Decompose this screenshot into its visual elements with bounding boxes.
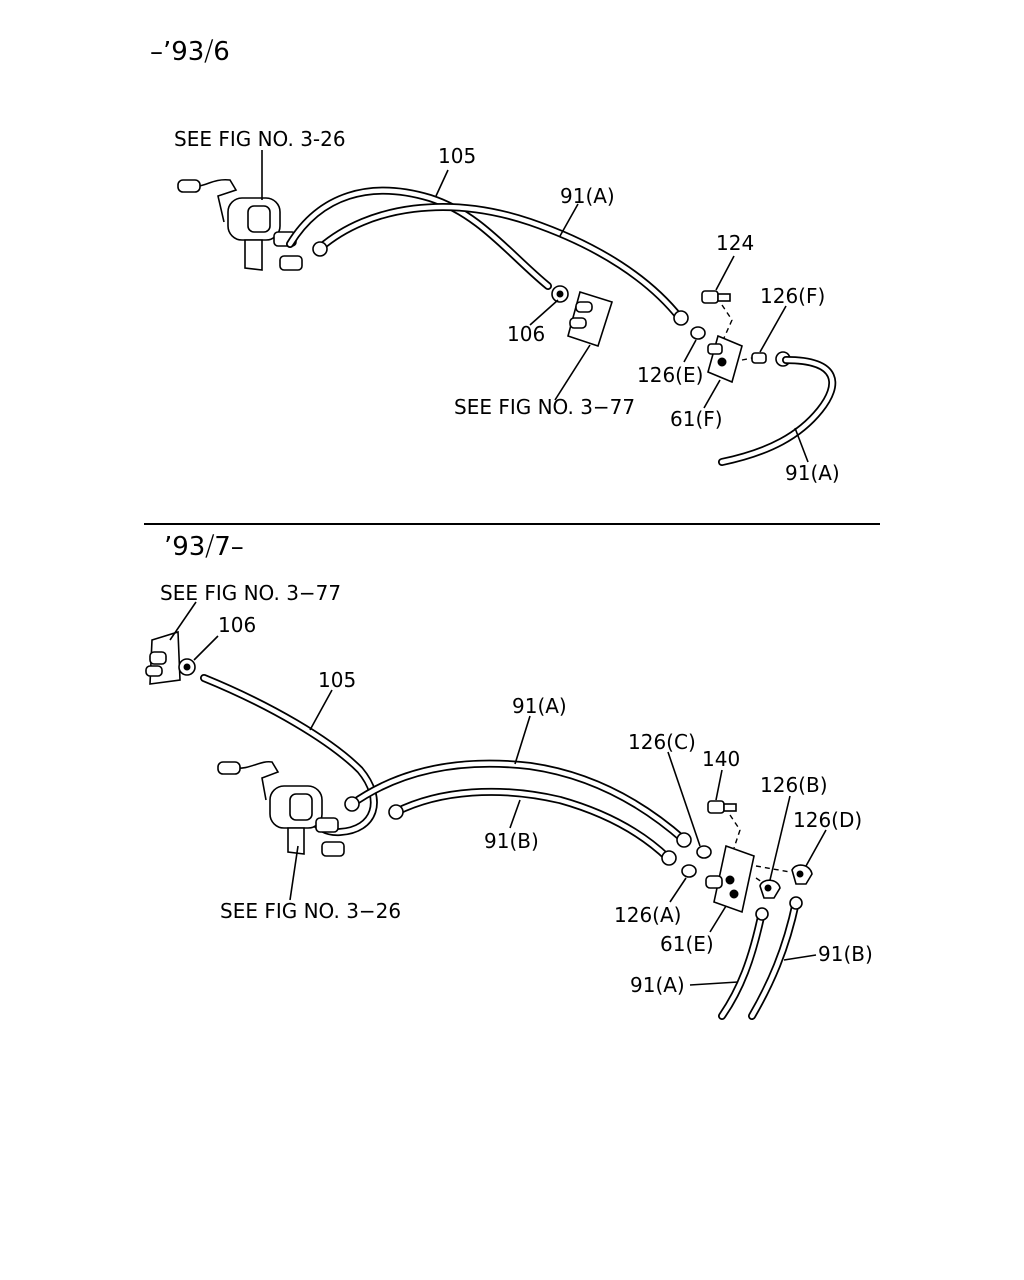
solenoid-valve-bottom: [217, 760, 345, 857]
bolt-124-dashline: [721, 304, 733, 339]
leader-105-top: [435, 169, 449, 197]
label-126f: 126(F): [760, 284, 825, 308]
leader-105-bottom: [309, 689, 333, 731]
label-126e: 126(E): [637, 363, 703, 387]
period-label-bottom: ’93⧸7–: [164, 532, 244, 562]
fitting-126c: [696, 845, 712, 859]
fitting-126b-dashline: [755, 877, 763, 883]
fitting-126b: [759, 879, 781, 899]
fitting-106-top: [551, 285, 569, 303]
block-61f: [707, 334, 743, 384]
label-105-bottom: 105: [318, 668, 356, 692]
leader-91a-end: [689, 981, 739, 986]
hose-91a-top: [312, 203, 689, 326]
fitting-106-bottom: [178, 658, 196, 676]
leader-91a-bottom: [514, 715, 531, 765]
label-91b: 91(B): [484, 829, 539, 853]
ref-solenoid-top: SEE FIG NO. 3-26: [174, 127, 346, 151]
label-61e: 61(E): [660, 932, 714, 956]
leader-126e: [683, 339, 697, 363]
leader-140: [715, 769, 723, 801]
leader-106-bottom: [193, 635, 219, 661]
label-91b-end: 91(B): [818, 942, 873, 966]
hose-91b-end: [748, 896, 803, 1020]
label-105-top: 105: [438, 144, 476, 168]
label-106-bottom: 106: [218, 613, 256, 637]
label-126c: 126(C): [628, 730, 696, 754]
solenoid-valve-top: [177, 178, 303, 271]
fitting-126f-dashline: [741, 357, 753, 361]
bolt-124: [701, 290, 731, 304]
fitting-126d: [791, 864, 813, 885]
label-61f: 61(F): [670, 407, 723, 431]
leader-91b: [509, 799, 521, 829]
hose-91b: [388, 787, 677, 866]
bolt-140-dashline: [729, 814, 741, 849]
leader-126a: [669, 877, 687, 903]
leader-solenoid-bottom: [289, 845, 299, 901]
label-91a-end: 91(A): [630, 973, 685, 997]
leader-61f: [703, 379, 721, 409]
label-124: 124: [716, 231, 754, 255]
ref-solenoid-bottom: SEE FIG NO. 3−26: [220, 899, 401, 923]
hose-91a-lower: [718, 356, 837, 466]
block-61e: [705, 844, 755, 914]
leader-91a-top: [559, 203, 579, 237]
label-126a: 126(A): [614, 903, 681, 927]
section-after-93-7: ’93⧸7– SEE FIG NO. 3−77 106 105: [145, 532, 873, 1020]
label-140: 140: [702, 747, 740, 771]
ref-bracket-bottom: SEE FIG NO. 3−77: [160, 581, 341, 605]
fitting-126d-dashline: [755, 865, 791, 873]
leader-91a-lower: [794, 427, 809, 463]
label-126d: 126(D): [793, 808, 862, 832]
ref-bracket-top: SEE FIG NO. 3−77: [454, 395, 635, 419]
leader-126f: [759, 305, 787, 353]
fitting-126e: [690, 326, 706, 340]
label-91a-lower: 91(A): [785, 461, 840, 485]
leader-bracket-top: [554, 344, 591, 401]
section-before-93-6: –’93⧸6 SEE FIG NO. 3-26 105 91(A): [150, 37, 840, 485]
label-126b: 126(B): [760, 773, 828, 797]
leader-91b-end: [783, 954, 817, 961]
leader-126c: [667, 751, 701, 847]
leader-106-top: [529, 299, 559, 326]
label-91a-top: 91(A): [560, 184, 615, 208]
period-label-top: –’93⧸6: [150, 37, 230, 67]
bracket-top: [567, 290, 614, 348]
label-91a-bottom: 91(A): [512, 694, 567, 718]
leader-61e: [709, 905, 727, 933]
hose-91a-end: [718, 907, 769, 1020]
hose-91a-bottom: [344, 759, 692, 848]
fitting-126a: [681, 864, 697, 878]
leader-bracket-bottom: [169, 601, 197, 641]
label-106-top: 106: [507, 322, 545, 346]
leader-126d: [805, 829, 827, 867]
leader-126b: [769, 795, 791, 881]
bolt-140: [707, 800, 737, 814]
bracket-bottom: [145, 630, 181, 685]
leader-124: [715, 255, 735, 291]
hose-105-top: [286, 186, 552, 290]
